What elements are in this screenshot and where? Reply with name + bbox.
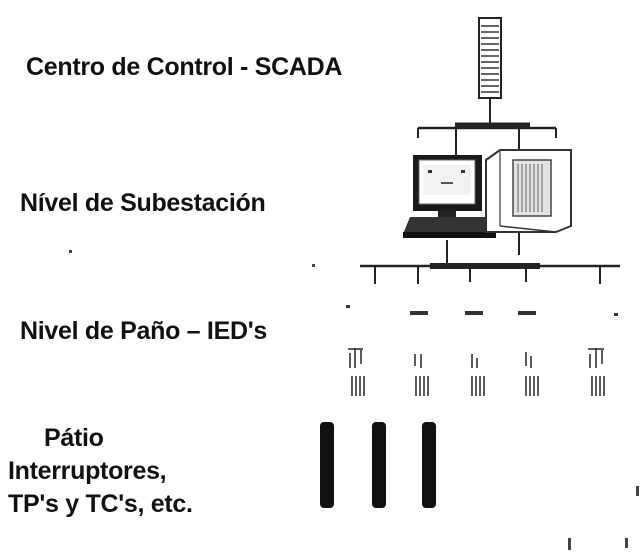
station-bus (417, 122, 557, 155)
yard-label-line3: TP's y TC's, etc. (8, 490, 193, 518)
cabinet-icon (485, 149, 572, 255)
level-label-bay: Nivel de Paño – IED's (20, 317, 267, 345)
workstation-computer-icon (403, 155, 496, 238)
bay-connectors (346, 305, 618, 316)
ied-relay-icon (348, 348, 605, 396)
process-bus (360, 240, 620, 284)
yard-label-line1: Pátio (44, 424, 104, 452)
breaker-bar-icon (320, 422, 436, 508)
scan-marks (69, 250, 639, 550)
server-rack-icon (478, 17, 502, 126)
yard-label-line2: Interruptores, (8, 457, 167, 485)
level-label-yard: Pátio Interruptores, TP's y TC's, etc. (8, 422, 208, 521)
level-label-substation: Nível de Subestación (20, 189, 266, 217)
level-label-control-center: Centro de Control - SCADA (26, 53, 343, 81)
